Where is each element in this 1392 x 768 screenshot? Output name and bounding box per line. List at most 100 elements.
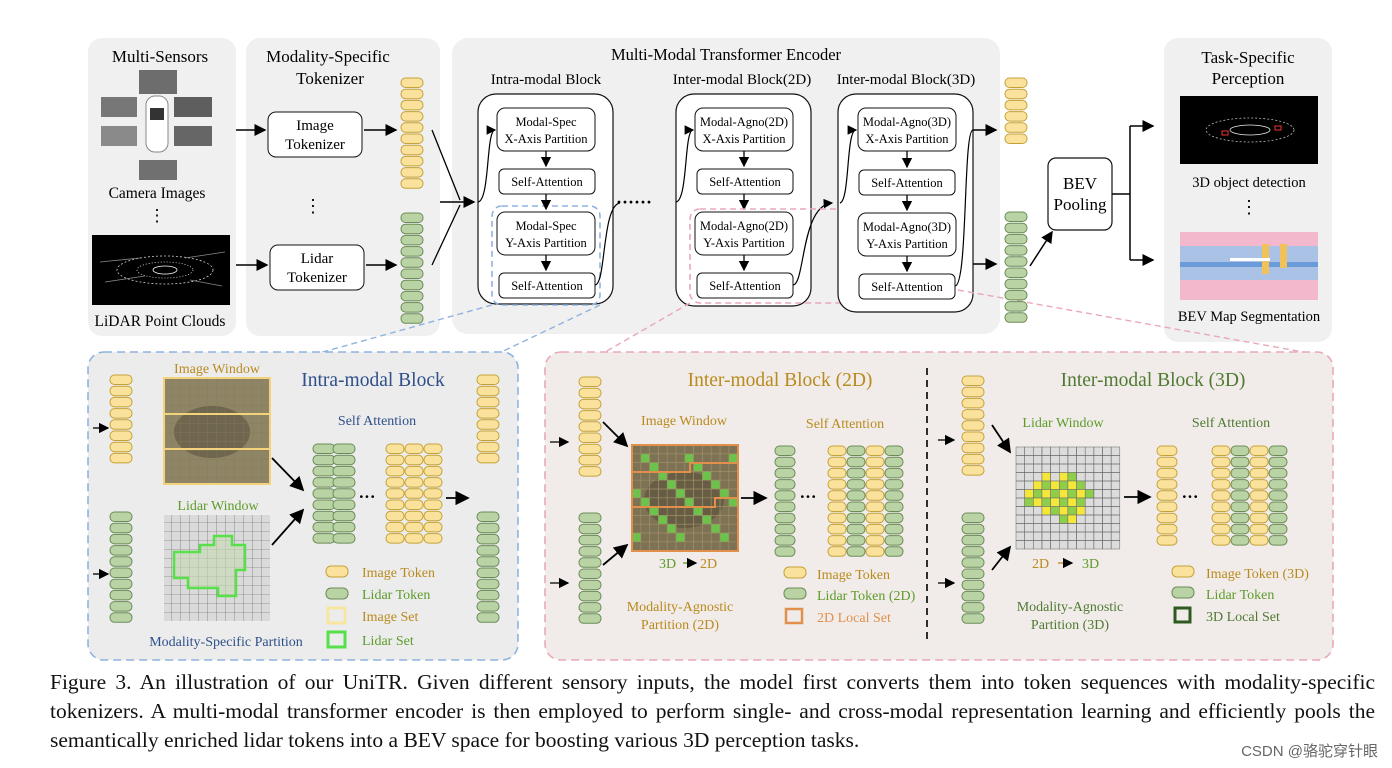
image-token xyxy=(865,546,885,557)
lidar-token xyxy=(1268,445,1288,456)
lidar-token xyxy=(961,590,985,602)
image-window-cell xyxy=(728,453,738,463)
image-token xyxy=(1249,512,1269,524)
lidar-token xyxy=(578,602,602,613)
image-token xyxy=(1004,111,1028,122)
image-token xyxy=(865,535,885,546)
lidar-window-cell xyxy=(1067,480,1077,490)
lidar-point-clouds-label: LiDAR Point Clouds xyxy=(95,313,226,330)
inter2d-b1-l2: X-Axis Partition xyxy=(703,132,787,146)
image-token xyxy=(476,374,500,385)
image-token xyxy=(827,445,847,456)
task-title-2: Perception xyxy=(1212,69,1285,88)
image-token xyxy=(400,155,424,167)
lidar-window-cell xyxy=(1076,497,1086,507)
image-token xyxy=(865,490,885,501)
lidar-token xyxy=(884,490,904,501)
image-token xyxy=(400,133,424,144)
lidar-token xyxy=(1004,256,1028,267)
image-token xyxy=(1211,501,1231,512)
lidar-token xyxy=(109,589,133,601)
lidar-token xyxy=(846,456,866,468)
inter2d-legend: Image Token Lidar Token (2D) 2D Local Se… xyxy=(783,566,916,626)
lidar-token xyxy=(846,467,866,479)
image-token xyxy=(404,477,424,488)
image-token xyxy=(400,88,424,100)
partition-2d-l2: Partition (2D) xyxy=(641,618,719,633)
intra-detail-dots: ··· xyxy=(358,487,375,506)
lidar-token xyxy=(1230,479,1250,490)
image-token xyxy=(109,441,133,453)
lidar-token xyxy=(312,510,336,522)
image-token xyxy=(400,144,424,156)
image-token xyxy=(476,385,500,397)
bev-l2: Pooling xyxy=(1054,195,1107,214)
lidar-token xyxy=(961,602,985,613)
image-token xyxy=(476,430,500,441)
lidar-token xyxy=(1230,512,1250,524)
image-window-cell xyxy=(658,515,668,525)
intra-b3-l2: Y-Axis Partition xyxy=(505,236,587,250)
camera-images-icon xyxy=(101,70,212,180)
lidar-token xyxy=(1004,233,1028,245)
image-token-column xyxy=(827,445,847,557)
lidar-token xyxy=(961,512,985,523)
image-token xyxy=(1211,456,1231,468)
lidar-token xyxy=(109,533,133,545)
image-token xyxy=(865,523,885,535)
lidar-token-column xyxy=(961,512,985,624)
image-token xyxy=(1211,445,1231,456)
intra-self-attention-1 xyxy=(498,168,596,195)
lidar-token xyxy=(400,234,424,246)
lidar-token xyxy=(109,578,133,590)
image-token xyxy=(961,431,985,442)
lidar-token xyxy=(312,477,336,488)
image-token xyxy=(1004,77,1028,88)
image-token xyxy=(385,465,405,477)
inter2d-self-attention-label: Self Attention xyxy=(806,417,884,432)
partition-2d-l1: Modality-Agnostic xyxy=(627,600,734,615)
image-token xyxy=(400,111,424,122)
lidar-token xyxy=(476,612,500,623)
image-token xyxy=(827,512,847,524)
legend2d-lidar-token: Lidar Token (2D) xyxy=(817,589,916,604)
figure-caption: Figure 3. An illustration of our UniTR. … xyxy=(50,670,1375,752)
image-token xyxy=(109,385,133,397)
lidar-token xyxy=(774,546,796,557)
mapping-3d-b: 3D xyxy=(1082,557,1099,572)
lidar-token xyxy=(578,613,602,624)
image-window-cell xyxy=(710,523,721,534)
image-token xyxy=(1156,490,1178,501)
inter2d-block-title: Inter-modal Block(2D) xyxy=(673,72,811,88)
lidar-token xyxy=(774,523,796,535)
image-token xyxy=(578,443,602,455)
lidar-token xyxy=(774,490,796,501)
lidar-token xyxy=(400,246,424,257)
image-token xyxy=(109,408,133,419)
lidar-token xyxy=(578,512,602,523)
lidar-tokenizer-box xyxy=(269,244,365,291)
lidar-token xyxy=(884,479,904,490)
lidar-token xyxy=(1004,289,1028,301)
image-token-column xyxy=(1211,445,1231,546)
image-window-cell xyxy=(675,488,686,499)
lidar-window-cell xyxy=(1033,489,1043,499)
encoder-title: Multi-Modal Transformer Encoder xyxy=(611,45,842,64)
image-token xyxy=(109,452,133,464)
image-token xyxy=(961,409,985,420)
image-token xyxy=(385,443,405,454)
lidar-window-cell xyxy=(1041,497,1051,507)
image-token xyxy=(961,453,985,465)
lidar-token-column xyxy=(846,445,866,557)
image-token xyxy=(961,465,985,476)
image-token xyxy=(423,465,443,477)
lidar-token xyxy=(476,567,500,578)
image-token xyxy=(1156,535,1178,546)
inter3d-b3-l2: Y-Axis Partition xyxy=(866,237,948,251)
lidar-token xyxy=(312,533,336,544)
image-token xyxy=(423,510,443,522)
image-window-label: Image Window xyxy=(174,362,261,377)
lidar-token xyxy=(312,521,336,533)
lidar-token-column xyxy=(332,443,356,544)
